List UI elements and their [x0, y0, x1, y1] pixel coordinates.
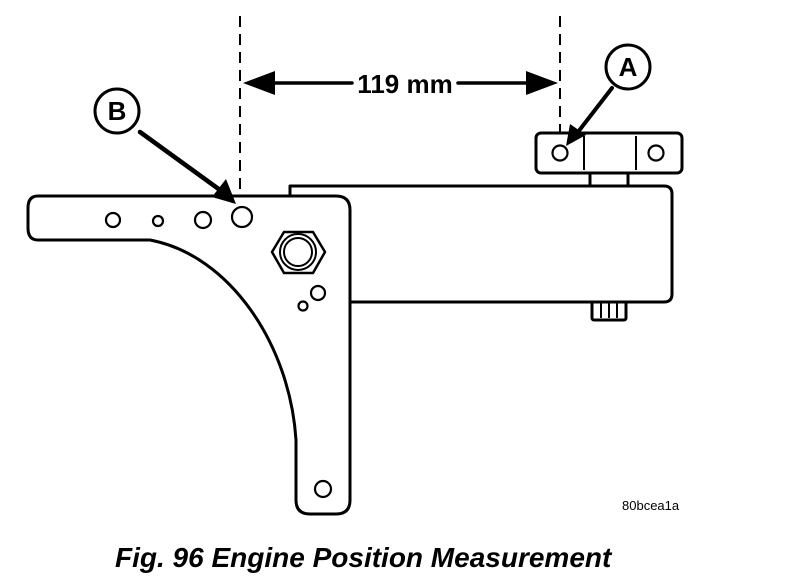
- mount-a: [534, 131, 684, 175]
- bracket-hole-b: [230, 205, 254, 229]
- callout-a-leader: [566, 86, 614, 146]
- figure-reference-code: 80bcea1a: [622, 498, 680, 513]
- callout-b-circle: [93, 87, 141, 135]
- dimension-label: 119 mm: [357, 69, 452, 99]
- l-bracket: [26, 194, 352, 516]
- callout-a-circle: [604, 43, 652, 91]
- figure-caption: Fig. 96 Engine Position Measurement: [115, 542, 613, 573]
- bracket-hole-3: [193, 210, 213, 230]
- bracket-hole-1: [104, 211, 122, 229]
- bracket-hole-bottom: [313, 479, 333, 499]
- dimension-arrow: [243, 71, 558, 95]
- mount-a-hole-left: [551, 144, 569, 162]
- callout-a-label: A: [619, 52, 638, 82]
- callout-b-label: B: [108, 96, 127, 126]
- hex-bolt-icon: [270, 230, 327, 275]
- main-beam: [288, 184, 674, 304]
- bracket-hole-2: [151, 214, 165, 228]
- bracket-hole-small-2: [297, 300, 309, 312]
- callout-b-leader: [137, 129, 236, 204]
- bracket-hole-small-1: [309, 284, 327, 302]
- mount-a-hole-right: [647, 144, 665, 162]
